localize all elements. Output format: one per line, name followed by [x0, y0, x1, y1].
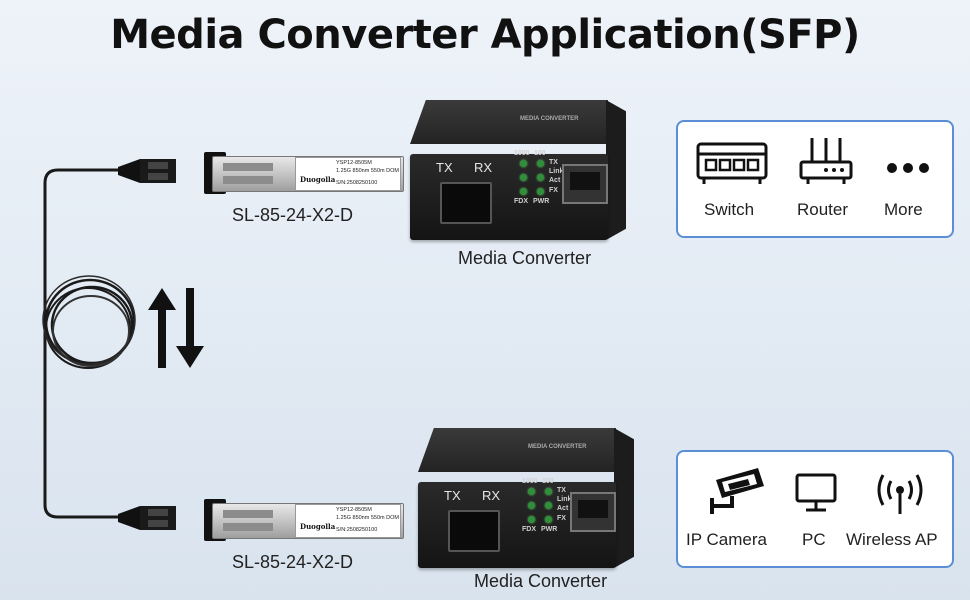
converter-label-bottom: Media Converter	[474, 571, 608, 591]
sfp-serial: S/N:2508250100	[336, 527, 378, 533]
rx-label: RX	[474, 160, 493, 175]
media-converter-bottom: MEDIA CONVERTER TX RX 1000 100 TX Link A…	[418, 428, 634, 568]
rx-label: RX	[482, 488, 501, 503]
led	[537, 160, 544, 167]
sfp-module-top: Duogolla YSP12-8505M 1.25G 850nm 550m DO…	[204, 152, 404, 194]
led	[528, 516, 535, 523]
router-icon	[799, 138, 853, 184]
speed-1000: 1000	[514, 150, 530, 157]
led	[545, 488, 552, 495]
led	[537, 174, 544, 181]
sfp-module-bottom: Duogolla YSP12-8505M 1.25G 850nm 550m DO…	[204, 499, 404, 541]
led-act-label: Act	[557, 505, 569, 512]
rj45-port	[570, 492, 616, 532]
more-icon	[887, 163, 929, 173]
device-card-bottom: IP Camera PC Wireless AP	[676, 450, 954, 568]
led	[545, 502, 552, 509]
sfp-brand: Duogolla	[300, 522, 336, 531]
lc-connector-bottom	[118, 506, 176, 530]
sfp-spec: 1.25G 850nm 550m DOM	[336, 515, 399, 521]
tx-label: TX	[444, 488, 461, 503]
speed-100: 100	[534, 150, 546, 157]
led	[520, 188, 527, 195]
sfp-label-top: SL-85-24-X2-D	[232, 205, 354, 225]
device-label: IP Camera	[686, 530, 767, 549]
speed-100: 100	[542, 478, 554, 485]
converter-top-text: MEDIA CONVERTER	[528, 444, 587, 450]
page-title: Media Converter Application(SFP)	[110, 12, 860, 58]
device-label: More	[884, 200, 923, 219]
tx-label: TX	[436, 160, 453, 175]
led-fx-label: FX	[549, 187, 558, 194]
device-label: PC	[802, 530, 826, 549]
led	[520, 160, 527, 167]
led-link-label: Link	[557, 496, 572, 503]
led-tx-label: TX	[557, 487, 566, 494]
led-fx-label: FX	[557, 515, 566, 522]
led	[537, 188, 544, 195]
device-label: Switch	[704, 200, 755, 219]
led	[545, 516, 552, 523]
sfp-model: YSP12-8505M	[336, 160, 372, 166]
led-link-label: Link	[549, 168, 564, 175]
sfp-serial: S/N:2508250100	[336, 180, 378, 186]
led-tx-label: TX	[549, 159, 558, 166]
device-label: Router	[797, 200, 849, 219]
sfp-port	[448, 510, 500, 552]
converter-top-text: MEDIA CONVERTER	[520, 116, 579, 122]
wireless-ap-icon	[877, 474, 923, 514]
sfp-port	[440, 182, 492, 224]
speed-1000: 1000	[522, 478, 538, 485]
pwr-label: PWR	[533, 198, 550, 205]
fdx-label: FDX	[514, 198, 528, 205]
converter-label-top: Media Converter	[458, 248, 592, 268]
ip-camera-icon	[710, 468, 764, 514]
led	[528, 488, 535, 495]
sfp-model: YSP12-8505M	[336, 507, 372, 513]
sfp-label-bottom: SL-85-24-X2-D	[232, 552, 354, 572]
switch-icon	[696, 142, 768, 184]
device-card-top: Switch Router More	[676, 120, 954, 238]
rj45-port	[562, 164, 608, 204]
led	[528, 502, 535, 509]
up-arrow-icon	[148, 288, 176, 368]
sfp-brand: Duogolla	[300, 175, 336, 184]
pc-icon	[795, 473, 837, 512]
fdx-label: FDX	[522, 526, 536, 533]
led	[520, 174, 527, 181]
led-act-label: Act	[549, 177, 561, 184]
lc-connector-top	[118, 159, 176, 183]
pwr-label: PWR	[541, 526, 558, 533]
device-label: Wireless AP	[846, 530, 938, 549]
media-converter-top: MEDIA CONVERTER TX RX 1000 100 TX Link A…	[410, 100, 626, 240]
down-arrow-icon	[176, 288, 204, 368]
sfp-spec: 1.25G 850nm 550m DOM	[336, 168, 399, 174]
